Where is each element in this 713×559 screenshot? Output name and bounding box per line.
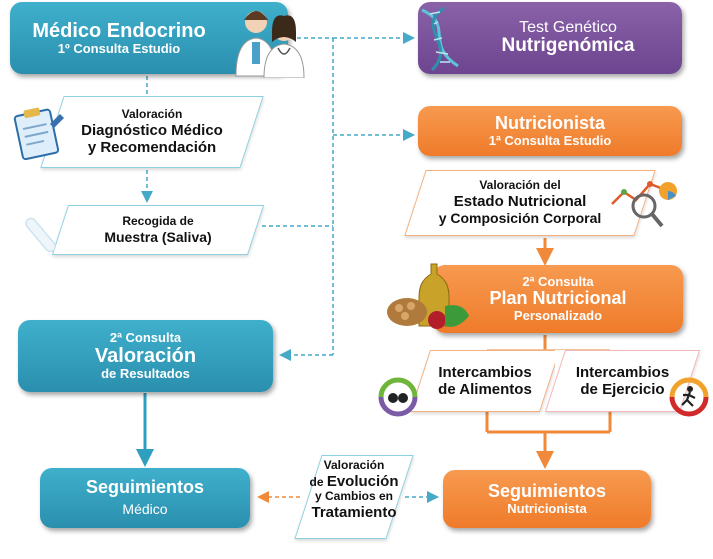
intercambios-alimentos-box: Intercambios de Alimentos bbox=[409, 350, 561, 412]
ejercicio-line2: de Ejercicio bbox=[580, 381, 665, 398]
evol-line4: Tratamiento bbox=[311, 503, 397, 521]
resultados-line2: Valoración bbox=[94, 345, 197, 367]
plan-line1: 2ª Consulta bbox=[522, 273, 594, 289]
nutricionista-box: Nutricionista 1ª Consulta Estudio bbox=[418, 106, 682, 156]
valoracion-resultados-box: 2ª Consulta Valoración de Resultados bbox=[18, 320, 273, 392]
recogida-line1: Recogida de bbox=[122, 214, 194, 229]
diag-line1: Valoración bbox=[121, 106, 183, 121]
alimentos-line1: Intercambios bbox=[438, 363, 532, 381]
food-exchange-icon bbox=[378, 377, 418, 417]
evol-line2a: de bbox=[309, 474, 327, 489]
test-tube-icon bbox=[25, 217, 56, 253]
evol-line3: y Cambios en bbox=[314, 489, 394, 503]
test-line1: Test Genético bbox=[519, 18, 617, 36]
food-icon bbox=[387, 263, 469, 329]
plan-nutricional-box: 2ª Consulta Plan Nutricional Personaliza… bbox=[433, 265, 683, 333]
valoracion-estado-box: Valoración del Estado Nutricional y Comp… bbox=[404, 170, 656, 236]
recogida-line2: Muestra (Saliva) bbox=[104, 228, 212, 245]
valoracion-evolucion-box: Valoración de Evolución y Cambios en Tra… bbox=[294, 455, 414, 539]
test-genetico-box: Test Genético Nutrigenómica bbox=[418, 2, 682, 74]
estado-line2: Estado Nutricional bbox=[453, 193, 587, 211]
test-line2: Nutrigenómica bbox=[501, 35, 635, 57]
plan-line3: Personalizado bbox=[513, 307, 603, 323]
nutricionista-title: Nutricionista bbox=[494, 112, 605, 133]
exercise-exchange-icon bbox=[669, 377, 709, 417]
estado-line3: y Composición Corporal bbox=[438, 210, 602, 227]
seg-nutri-line2: Nutricionista bbox=[507, 500, 587, 516]
intercambios-ejercicio-box: Intercambios de Ejercicio bbox=[544, 350, 701, 412]
valoracion-diagnostico-box: Valoración Diagnóstico Médico y Recomend… bbox=[40, 96, 264, 168]
medico-endocrino-box: Médico Endocrino 1º Consulta Estudio bbox=[10, 2, 288, 74]
ejercicio-line1: Intercambios bbox=[575, 363, 670, 381]
estado-line1: Valoración del bbox=[479, 178, 561, 193]
seguimientos-nutricionista-box: Seguimientos Nutricionista bbox=[443, 470, 651, 528]
seguimientos-medico-box: Seguimientos Médico bbox=[40, 468, 250, 528]
evol-line1-text: Valoración bbox=[323, 457, 385, 472]
alimentos-line2: de Alimentos bbox=[438, 381, 532, 398]
plan-line2: Plan Nutricional bbox=[489, 288, 627, 309]
nutricionista-subtitle: 1ª Consulta Estudio bbox=[488, 132, 612, 148]
seg-medico-line1: Seguimientos bbox=[85, 477, 205, 498]
recogida-muestra-box: Recogida de Muestra (Saliva) bbox=[51, 205, 265, 255]
dna-icon bbox=[421, 6, 459, 72]
evol-line2b: Evolución bbox=[326, 472, 399, 490]
medico-title: Médico Endocrino bbox=[32, 19, 206, 42]
seg-nutri-line1: Seguimientos bbox=[487, 480, 607, 501]
clipboard-icon bbox=[13, 107, 64, 160]
resultados-line3: de Resultados bbox=[101, 366, 190, 381]
seg-medico-line2: Médico bbox=[122, 501, 168, 518]
analytics-icon bbox=[611, 181, 678, 228]
doctors-icon bbox=[235, 11, 305, 78]
diag-line2: Diagnóstico Médico bbox=[81, 121, 223, 139]
medico-subtitle: 1º Consulta Estudio bbox=[57, 40, 181, 56]
diag-line3: y Recomendación bbox=[87, 138, 217, 156]
resultados-line1: 2ª Consulta bbox=[109, 329, 182, 345]
